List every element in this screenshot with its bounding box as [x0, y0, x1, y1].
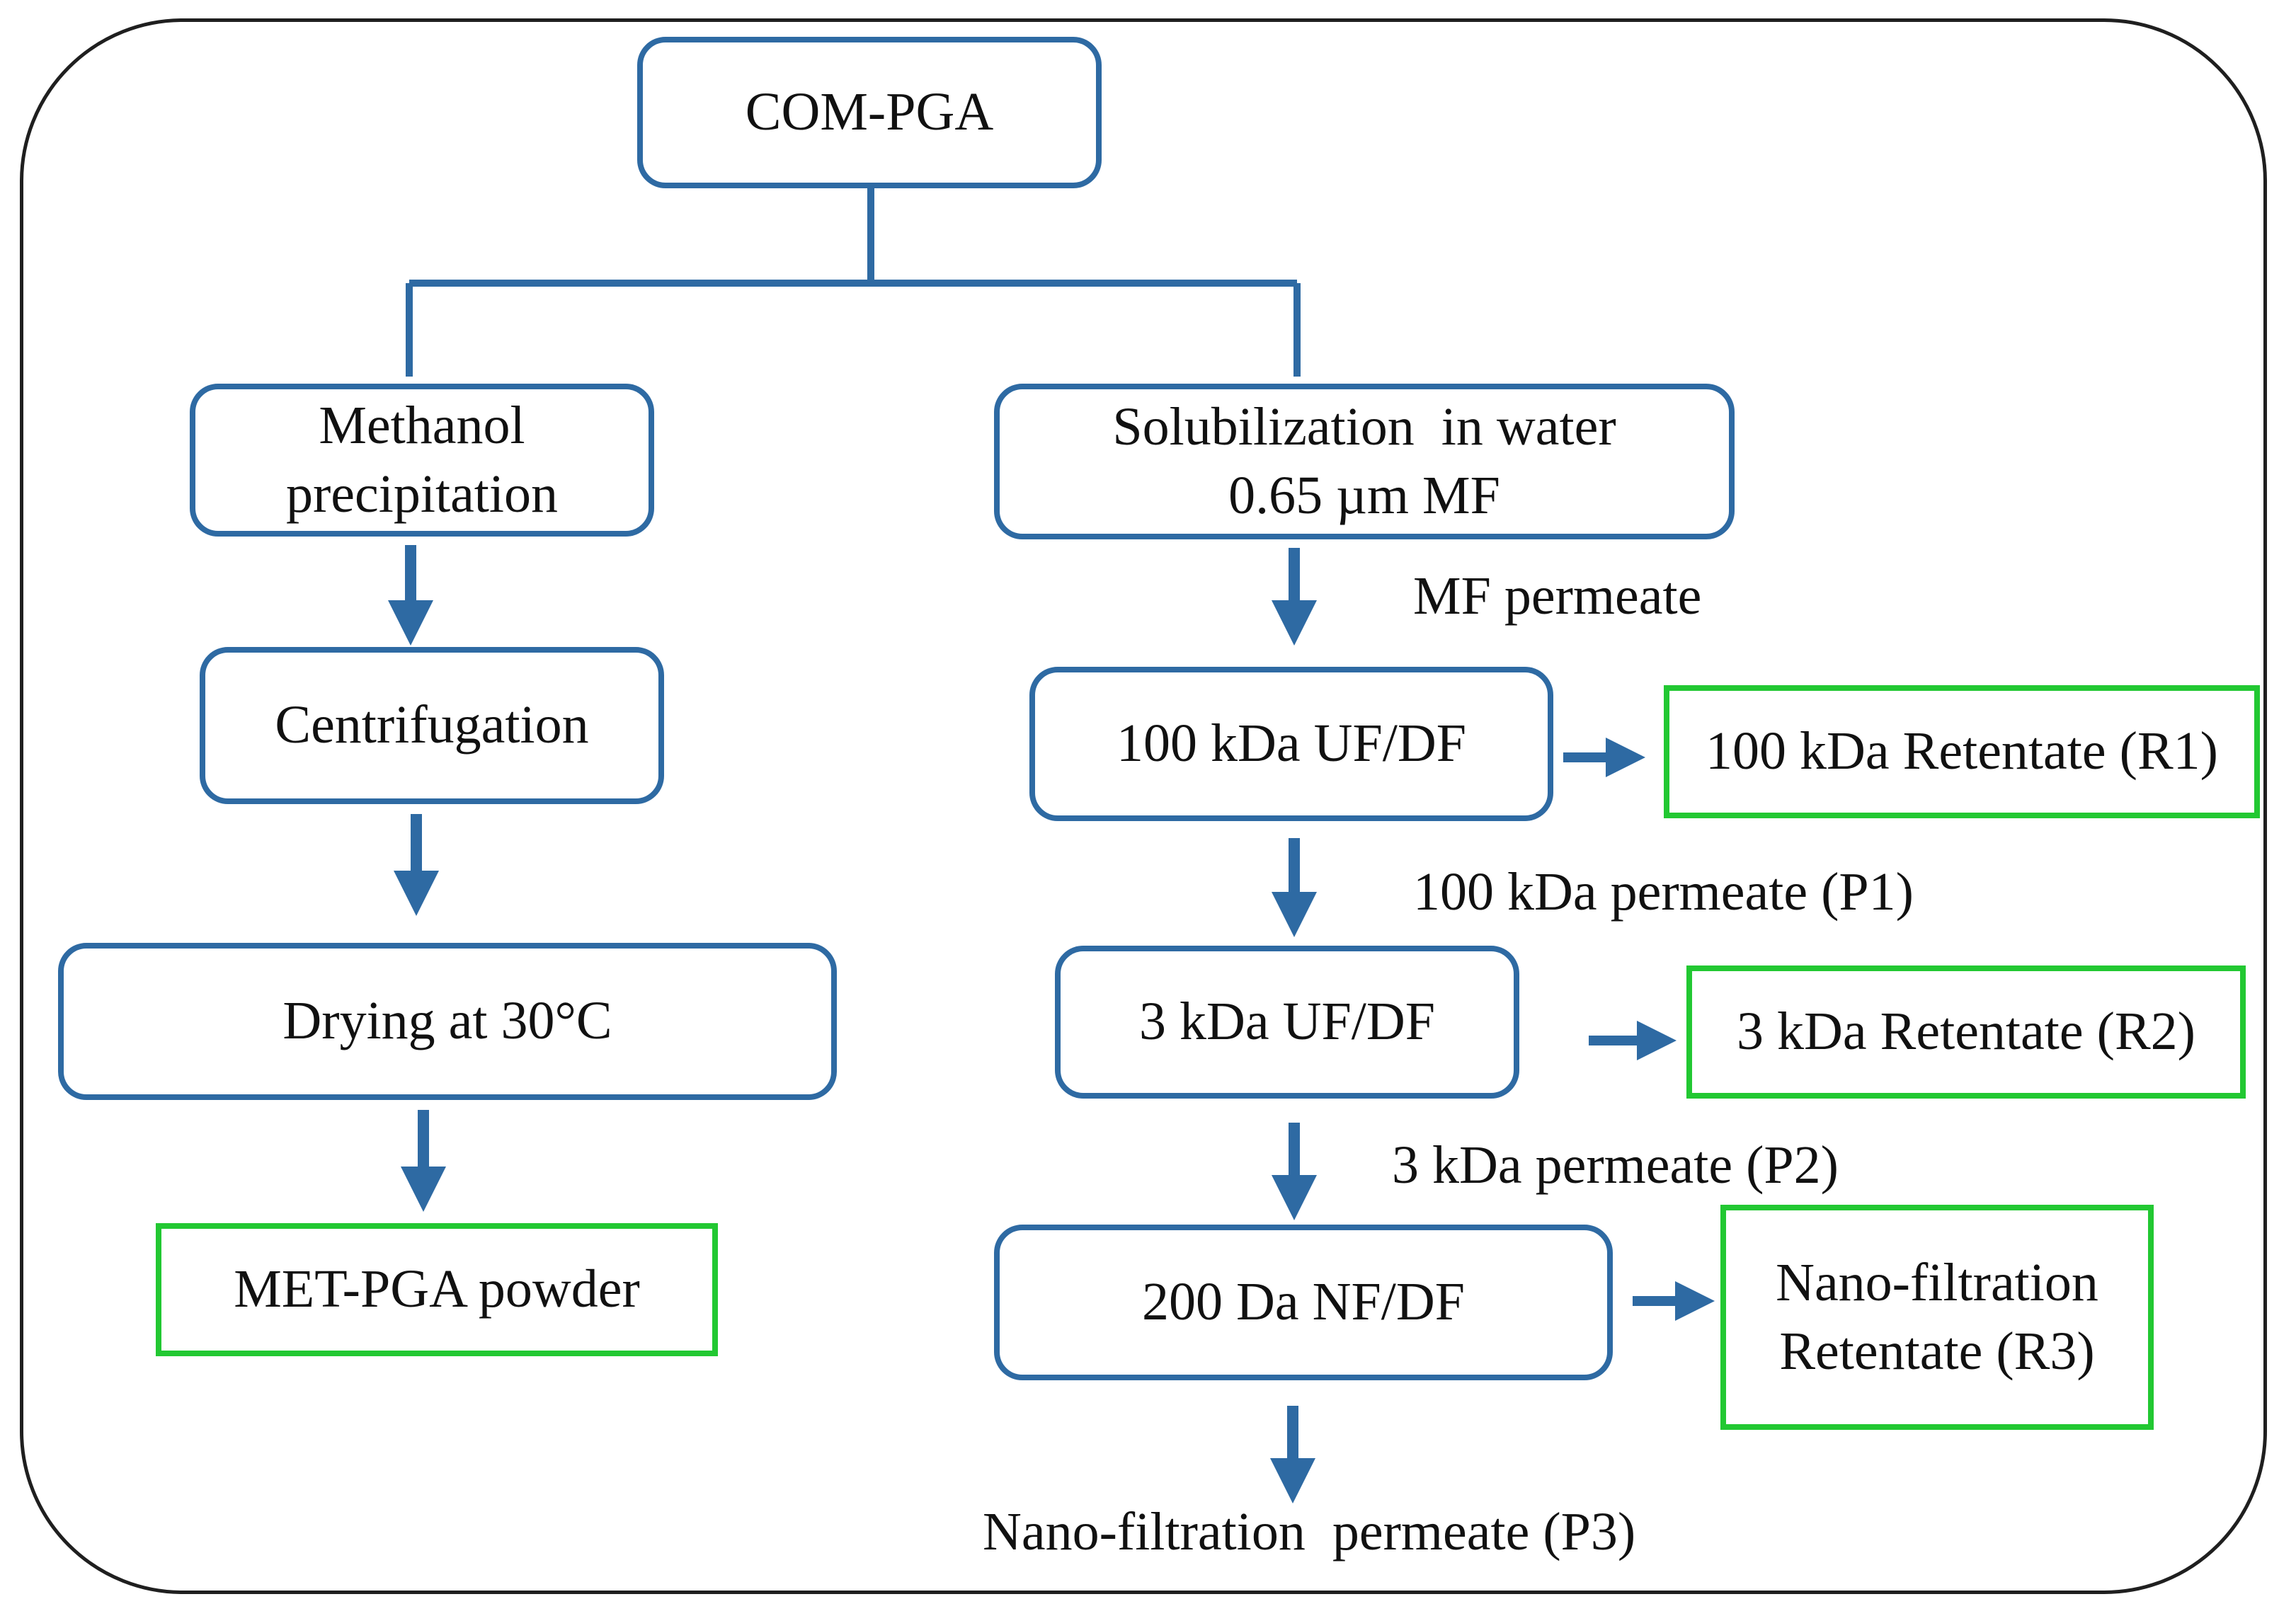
- p1-permeate-label: 100 kDa permeate (P1): [1413, 862, 1914, 922]
- r1-retentate-box: 100 kDa Retentate (R1): [1664, 685, 2260, 818]
- outer-frame: [20, 18, 2267, 1594]
- met-pga-label: MET-PGA powder: [234, 1259, 640, 1319]
- uf100-box: 100 kDa UF/DF: [1029, 667, 1553, 821]
- com-pga-box: COM-PGA: [637, 37, 1102, 188]
- methanol-label-line2: precipitation: [285, 464, 559, 524]
- uf100-label: 100 kDa UF/DF: [1116, 714, 1467, 774]
- centrifugation-box: Centrifugation: [200, 647, 664, 804]
- drying-box: Drying at 30°C: [58, 943, 837, 1100]
- r3-label-line1: Nano-filtration: [1776, 1252, 2098, 1312]
- r3-label-line2: Retentate (R3): [1779, 1322, 2095, 1381]
- nf200-label: 200 Da NF/DF: [1141, 1272, 1466, 1332]
- solubilization-label-line2: 0.65 µm MF: [1228, 466, 1500, 525]
- uf3-box: 3 kDa UF/DF: [1055, 946, 1519, 1099]
- drying-label: Drying at 30°C: [282, 991, 612, 1051]
- solubilization-box: Solubilization in water 0.65 µm MF: [994, 384, 1735, 539]
- nf200-box: 200 Da NF/DF: [994, 1225, 1613, 1380]
- uf3-label: 3 kDa UF/DF: [1138, 992, 1436, 1052]
- r1-label: 100 kDa Retentate (R1): [1706, 721, 2218, 781]
- r3-retentate-box: Nano-filtration Retentate (R3): [1720, 1205, 2154, 1430]
- solubilization-label-line1: Solubilization in water: [1112, 396, 1616, 457]
- methanol-precipitation-box: Methanol precipitation: [190, 384, 654, 537]
- centrifugation-label: Centrifugation: [275, 695, 589, 755]
- p2-permeate-label: 3 kDa permeate (P2): [1392, 1135, 1839, 1195]
- met-pga-powder-box: MET-PGA powder: [156, 1223, 718, 1356]
- mf-permeate-label: MF permeate: [1413, 566, 1702, 626]
- r2-retentate-box: 3 kDa Retentate (R2): [1686, 965, 2246, 1099]
- methanol-label-line1: Methanol: [319, 395, 525, 455]
- p3-permeate-label: Nano-filtration permeate (P3): [983, 1502, 1636, 1561]
- r2-label: 3 kDa Retentate (R2): [1737, 1002, 2195, 1062]
- com-pga-label: COM-PGA: [745, 82, 994, 142]
